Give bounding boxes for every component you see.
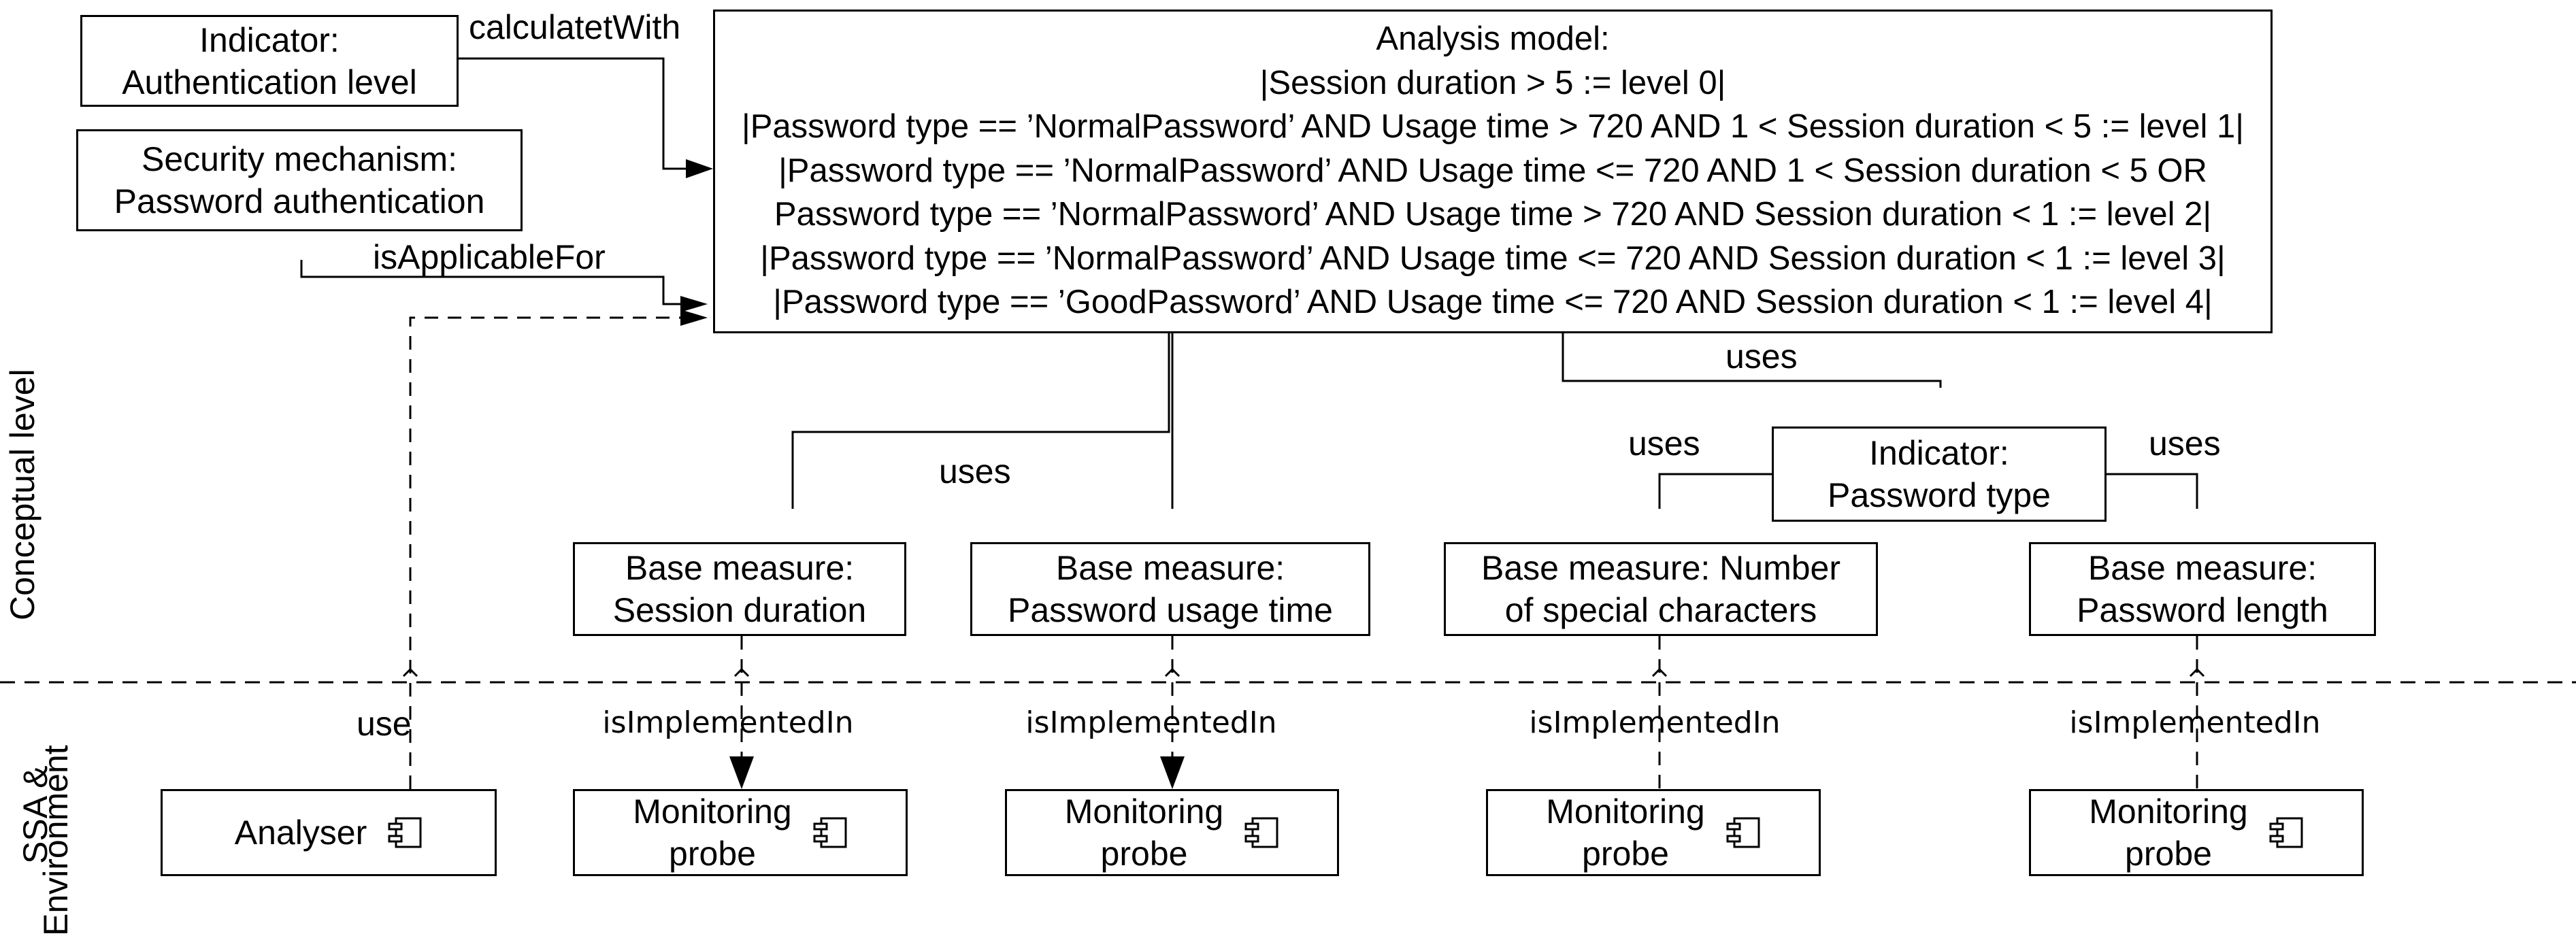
indicator-auth-line2: Authentication level [122,63,417,101]
component-icon [813,817,847,848]
is-applicable-for-arrowhead [680,296,708,312]
indicator-auth-line1: Indicator: [199,20,340,59]
monitoring-probe-1-line1: Monitoring [633,792,792,831]
crossing-arrow-probe-4 [2189,667,2205,678]
uses-label-3: uses [1628,424,1700,463]
ssa-environment-label-line2: Environment [37,745,75,936]
base-measure-password-length-box: Base measure: Password length [2029,542,2376,636]
bm-usage-line2: Password usage time [1007,591,1333,629]
monitoring-probe-box-2: Monitoring probe [1005,789,1339,876]
calculated-with-label: calculatetWith [469,8,681,46]
monitoring-probe-4-line1: Monitoring [2089,792,2248,831]
uses-connector-session [791,333,1170,509]
bm-length-line1: Base measure: [2087,549,2317,587]
analyser-component-box: Analyser [161,789,497,876]
analysis-model-title: Analysis model: [1376,20,1610,57]
indicator-authentication-level-box: Indicator: Authentication level [80,15,459,107]
uses-label-2: uses [939,452,1011,490]
monitoring-probe-1-label-row: Monitoring probe [633,790,847,875]
monitoring-probe-2-text: Monitoring probe [1065,790,1223,875]
monitoring-probe-3-line2: probe [1582,835,1669,873]
uses-connector-special-characters [1658,473,1772,509]
uses-label-1: uses [1725,337,1798,375]
monitoring-probe-1-text: Monitoring probe [633,790,791,875]
bm-length-line2: Password length [2077,591,2328,629]
base-measure-session-duration-box: Base measure: Session duration [573,542,906,636]
indicator-password-type-box: Indicator: Password type [1772,427,2107,522]
bm-session-line2: Session duration [612,591,867,629]
component-icon [1726,817,1760,848]
indicator-password-type-line2: Password type [1828,476,2051,514]
is-implemented-in-label-1: isImplementedIn [602,705,854,740]
base-measure-password-usage-time-box: Base measure: Password usage time [970,542,1370,636]
analyser-label: Analyser [234,814,367,852]
diagram-connectors [0,57,2576,789]
bm-special-line2: of special characters [1504,591,1817,629]
calculated-with-arrowhead [686,159,713,178]
ssa-line2: Environment [37,745,75,936]
component-icon [1244,817,1278,848]
crossing-arrow-probe-2 [1164,667,1180,678]
use-label: use [357,705,412,743]
is-implemented-in-label-3: isImplementedIn [1529,705,1781,740]
analysis-model-rule-1: |Session duration > 5 := level 0| [1259,64,1726,101]
monitoring-probe-2-line1: Monitoring [1064,792,1224,831]
analysis-model-rule-3a: |Password type == ’NormalPassword’ AND U… [778,152,2207,189]
use-arrowhead [680,310,708,326]
component-icon [2269,817,2303,848]
monitoring-probe-4-line2: probe [2125,835,2212,873]
monitoring-probe-4-text: Monitoring probe [2089,790,2247,875]
monitoring-probe-2-line2: probe [1100,835,1188,873]
uses-connector-password-length [2107,473,2198,509]
monitoring-probe-3-label-row: Monitoring probe [1546,790,1760,875]
is-applicable-for-connector [300,260,687,305]
crossing-arrow-analyser [402,667,418,678]
analysis-model-rule-3b: Password type == ’NormalPassword’ AND Us… [774,196,2212,233]
is-applicable-for-label: isApplicableFor [373,238,606,276]
is-implemented-in-label-4: isImplementedIn [2069,705,2321,740]
is-implemented-in-label-2: isImplementedIn [1025,705,1277,740]
analysis-model-box: Analysis model: |Session duration > 5 :=… [713,10,2273,333]
monitoring-probe-1-line2: probe [669,835,756,873]
security-mechanism-line1: Security mechanism: [141,140,458,178]
monitoring-probe-box-3: Monitoring probe [1486,789,1821,876]
analysis-model-rule-2: |Password type == ’NormalPassword’ AND U… [742,108,2244,145]
conceptual-level-label: Conceptual level [3,369,42,620]
is-implemented-in-arrowhead-1 [729,756,754,789]
security-mechanism-box: Security mechanism: Password authenticat… [76,129,523,231]
indicator-password-type-line1: Indicator: [1869,434,2009,472]
monitoring-probe-3-line1: Monitoring [1546,792,1705,831]
uses-connector-password-type [1562,333,1942,388]
component-icon [388,817,422,848]
monitoring-probe-4-label-row: Monitoring probe [2089,790,2303,875]
monitoring-probe-2-label-row: Monitoring probe [1065,790,1279,875]
base-measure-special-characters-box: Base measure: Number of special characte… [1444,542,1878,636]
security-mechanism-line2: Password authentication [114,182,485,220]
monitoring-probe-box-4: Monitoring probe [2029,789,2364,876]
monitoring-probe-3-text: Monitoring probe [1546,790,1704,875]
analysis-model-rule-5: |Password type == ’GoodPassword’ AND Usa… [773,284,2213,320]
analysis-model-rule-4: |Password type == ’NormalPassword’ AND U… [760,239,2226,277]
bm-usage-line1: Base measure: [1055,549,1285,587]
calculated-with-connector [459,57,687,170]
is-implemented-in-arrowhead-2 [1160,756,1185,789]
uses-label-4: uses [2149,424,2221,463]
bm-special-line1: Base measure: Number [1481,549,1840,587]
monitoring-probe-box-1: Monitoring probe [573,789,908,876]
bm-session-line1: Base measure: [625,549,855,587]
use-connector [409,316,680,789]
crossing-arrow-probe-3 [1651,667,1668,678]
crossing-arrow-probe-1 [733,667,750,678]
analyser-label-row: Analyser [235,812,423,854]
